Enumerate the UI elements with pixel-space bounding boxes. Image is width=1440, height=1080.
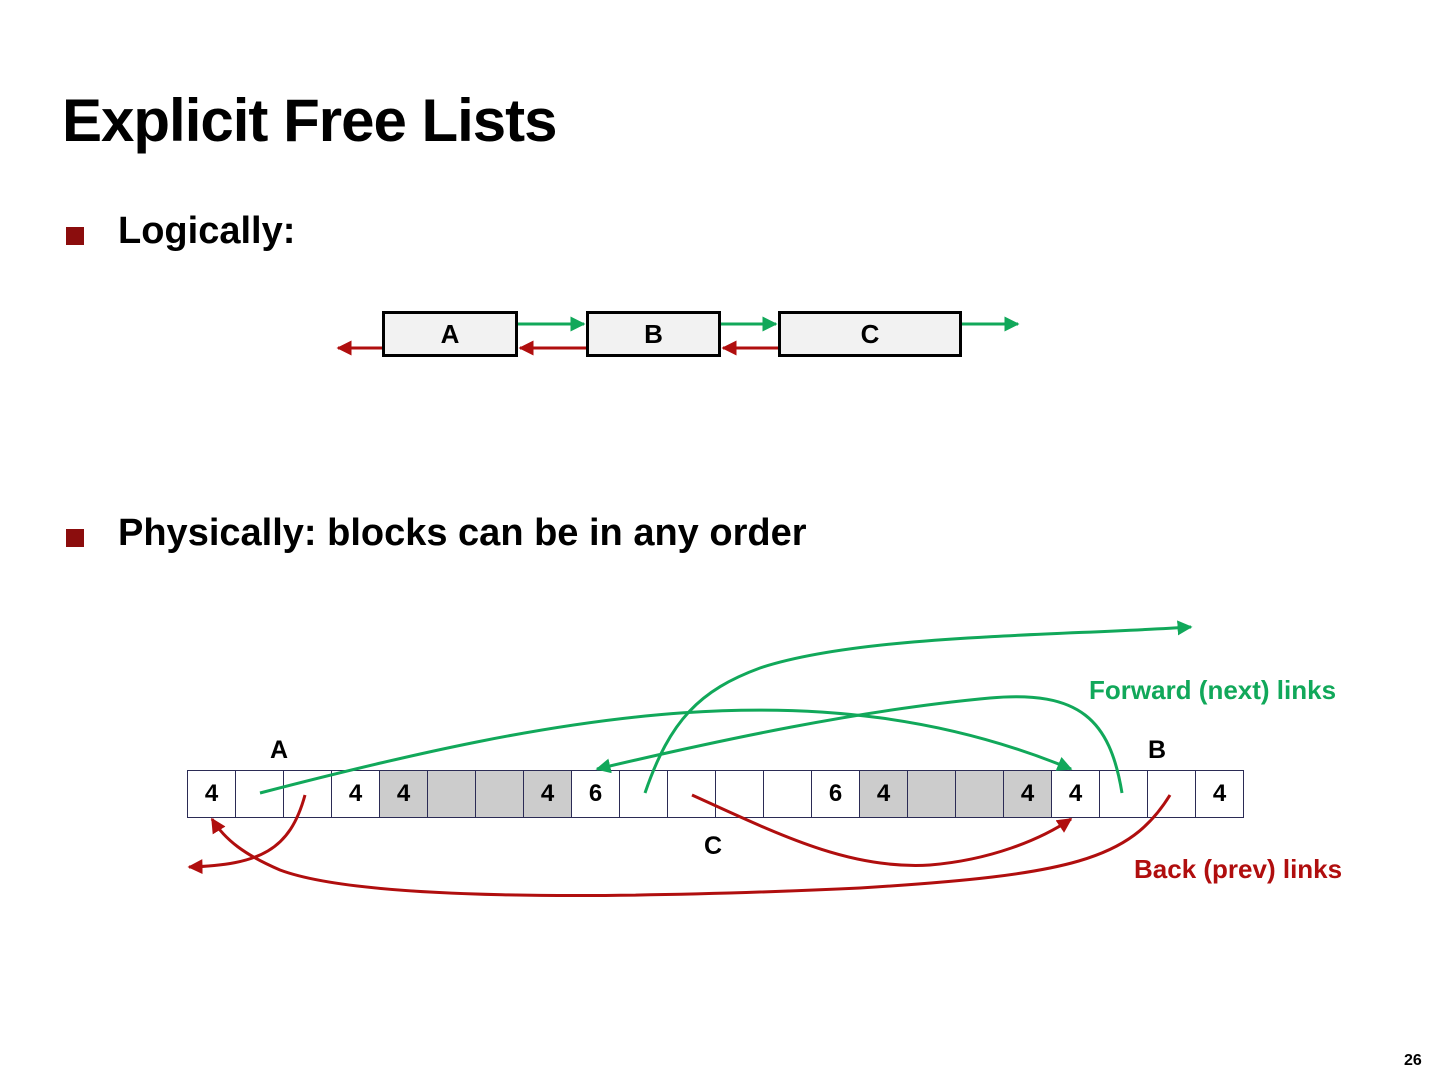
heap-cell: 4 — [860, 770, 908, 818]
slide-title: Explicit Free Lists — [62, 87, 558, 154]
logical-block-b: B — [586, 311, 721, 357]
heap-label-a: A — [270, 736, 289, 764]
back-link-b-to-a — [210, 794, 1172, 897]
heap-cell: 4 — [188, 770, 236, 818]
heap-cell: 4 — [1052, 770, 1100, 818]
heap-cell: 4 — [524, 770, 572, 818]
heap-cell: 4 — [1196, 770, 1244, 818]
heap-cell — [1148, 770, 1196, 818]
logical-block-c: C — [778, 311, 962, 357]
logical-block-a: A — [382, 311, 518, 357]
heap-cell: 4 — [332, 770, 380, 818]
bullet-marker-physically — [66, 529, 84, 547]
back-link-a-to-prev — [187, 794, 307, 875]
heap-cell — [620, 770, 668, 818]
legend-forward-links: Forward (next) links — [1089, 675, 1337, 705]
heap-cell — [668, 770, 716, 818]
heap-cell: 4 — [380, 770, 428, 818]
heap-cell — [908, 770, 956, 818]
heap-cell — [428, 770, 476, 818]
heap-cell: 4 — [1004, 770, 1052, 818]
heap-label-c: C — [704, 832, 723, 860]
heap-cell — [476, 770, 524, 818]
forward-link-c-to-next — [643, 620, 1193, 794]
bullet-logically: Logically: — [118, 210, 296, 252]
heap-cell — [1100, 770, 1148, 818]
page-number: 26 — [1404, 1052, 1422, 1069]
bullet-physically: Physically: blocks can be in any order — [118, 512, 807, 554]
forward-link-b-to-c — [595, 695, 1124, 794]
legend-back-links: Back (prev) links — [1134, 854, 1343, 884]
heap-cell: 6 — [812, 770, 860, 818]
heap-label-b: B — [1148, 736, 1167, 764]
heap-cell — [236, 770, 284, 818]
heap-cell — [956, 770, 1004, 818]
forward-link-a-to-b — [259, 708, 1073, 795]
back-link-c-to-b — [691, 793, 1073, 867]
bullet-marker-logically — [66, 227, 84, 245]
heap-cell — [764, 770, 812, 818]
